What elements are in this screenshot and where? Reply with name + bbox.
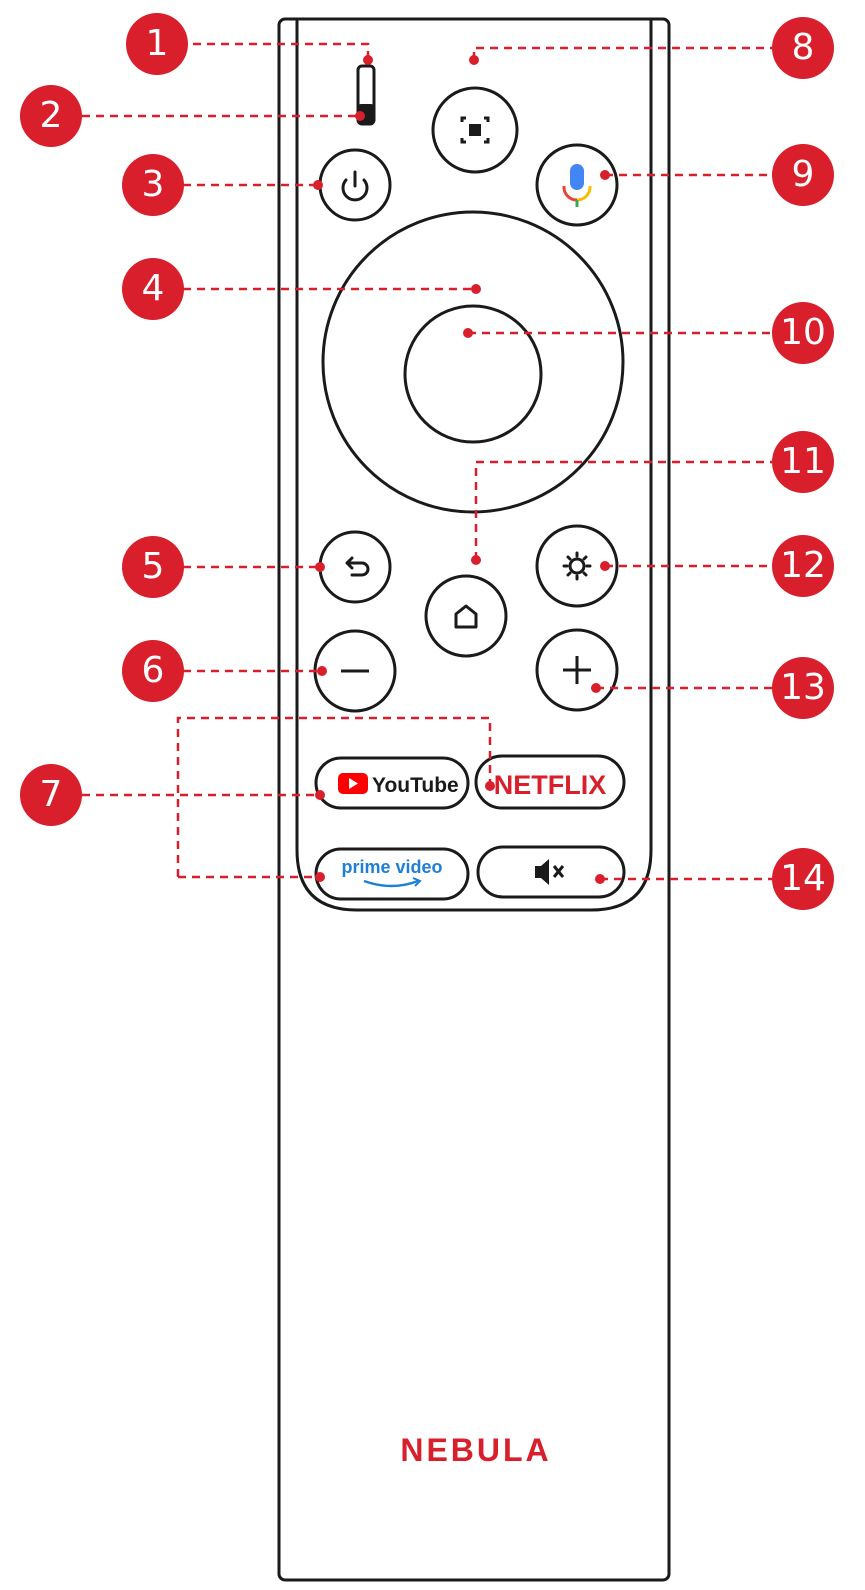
remote-panel-bottom bbox=[295, 849, 653, 912]
leader-line-7-netflix bbox=[176, 716, 492, 877]
microphone-button[interactable] bbox=[535, 143, 619, 227]
volume-up-button[interactable] bbox=[535, 628, 619, 712]
callout-badge-1: 1 bbox=[126, 13, 188, 75]
callout-badge-5: 5 bbox=[122, 536, 184, 598]
home-icon bbox=[454, 604, 478, 629]
settings-button[interactable] bbox=[535, 524, 619, 608]
mute-button[interactable] bbox=[476, 845, 626, 899]
leader-line-11 bbox=[474, 460, 772, 560]
callout-badge-6: 6 bbox=[122, 640, 184, 702]
prime-video-label: prime video bbox=[341, 857, 442, 877]
back-arrow-icon bbox=[345, 556, 370, 577]
leader-line-8 bbox=[472, 46, 772, 60]
callout-badge-4: 4 bbox=[122, 258, 184, 320]
remote-outline bbox=[277, 17, 671, 1582]
netflix-button[interactable]: NETFLIX bbox=[474, 754, 626, 810]
netflix-label: NETFLIX bbox=[494, 770, 607, 800]
brand-logo: NEBULA bbox=[400, 1432, 551, 1468]
youtube-play-icon bbox=[338, 773, 368, 794]
callout-badge-14: 14 bbox=[772, 848, 834, 910]
callout-badge-7: 7 bbox=[20, 764, 82, 826]
youtube-button[interactable]: YouTube bbox=[314, 756, 470, 810]
callout-badge-2: 2 bbox=[20, 85, 82, 147]
callout-badge-11: 11 bbox=[772, 431, 834, 493]
ok-button[interactable] bbox=[403, 304, 543, 444]
callout-badge-3: 3 bbox=[122, 154, 184, 216]
prime-video-button[interactable]: prime video bbox=[314, 847, 470, 901]
screen-focus-button[interactable] bbox=[431, 86, 519, 174]
gear-icon bbox=[562, 551, 592, 581]
plus-icon bbox=[563, 656, 591, 684]
youtube-label: YouTube bbox=[372, 774, 459, 797]
callout-badge-13: 13 bbox=[772, 657, 834, 719]
callout-badge-8: 8 bbox=[772, 17, 834, 79]
power-icon bbox=[341, 170, 369, 202]
screen-focus-icon bbox=[460, 116, 490, 144]
callout-badge-9: 9 bbox=[772, 144, 834, 206]
home-button[interactable] bbox=[424, 574, 508, 658]
callout-badge-12: 12 bbox=[772, 535, 834, 597]
leader-dots bbox=[313, 55, 610, 884]
leader-line-1 bbox=[193, 42, 370, 60]
back-button[interactable] bbox=[318, 530, 392, 604]
remote-body bbox=[277, 17, 671, 1582]
power-button[interactable] bbox=[318, 148, 392, 222]
microphone-icon bbox=[562, 164, 592, 207]
callout-badge-10: 10 bbox=[772, 302, 834, 364]
amazon-smile-icon bbox=[363, 879, 419, 888]
mute-icon bbox=[535, 859, 565, 885]
